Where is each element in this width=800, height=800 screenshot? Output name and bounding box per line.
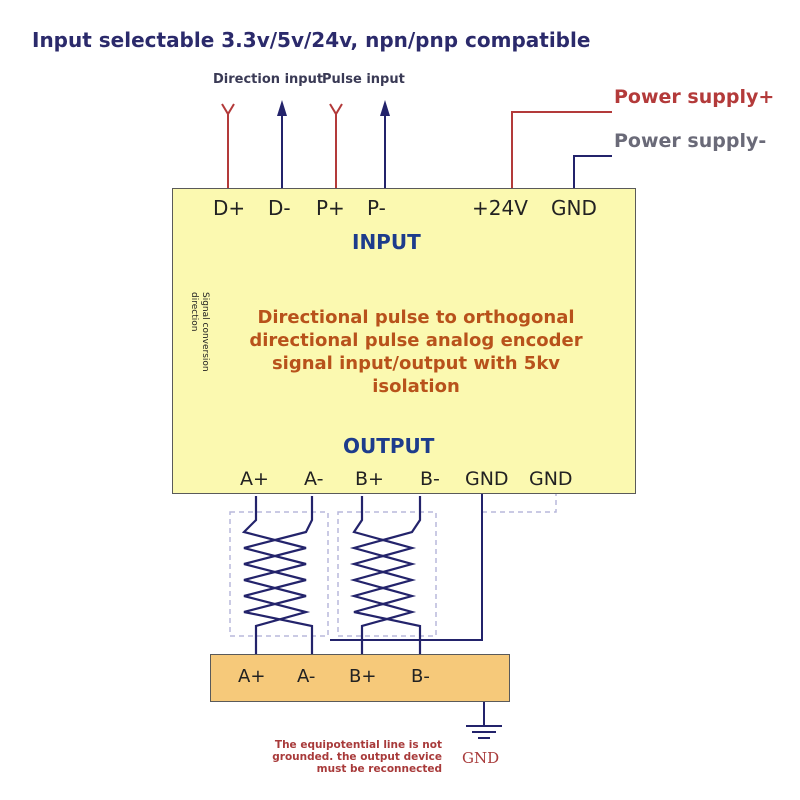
d-plus-arrowhead <box>221 103 235 116</box>
output-heading: OUTPUT <box>343 434 435 458</box>
equipotential-note: The equipotential line is not grounded. … <box>272 739 442 775</box>
twisted-pair-a <box>241 496 314 656</box>
signal-direction-label: Signal conversion direction <box>189 292 210 372</box>
output-device <box>210 654 510 702</box>
output-pin-gnd-1: GND <box>465 468 509 490</box>
module-description: Directional pulse to orthogonal directio… <box>249 307 583 397</box>
pulse-input-label: Pulse input <box>322 72 405 87</box>
shield-box-a <box>229 511 329 637</box>
device-pin-b-plus: B+ <box>349 666 377 687</box>
output-pin-a-plus: A+ <box>240 468 269 490</box>
p-plus-arrowhead <box>329 103 343 116</box>
output-pin-b-plus: B+ <box>355 468 384 490</box>
power-minus-wire <box>573 155 612 196</box>
gnd-wire <box>330 494 483 641</box>
output-pin-gnd-2: GND <box>529 468 573 490</box>
input-pin-d-plus: D+ <box>213 196 246 220</box>
twisted-pair-b <box>349 496 422 656</box>
input-pin-24v: +24V <box>472 196 528 220</box>
input-pin-gnd: GND <box>551 196 597 220</box>
input-pin-p-minus: P- <box>367 196 386 220</box>
input-heading: INPUT <box>352 230 421 254</box>
input-pin-d-minus: D- <box>268 196 291 220</box>
power-supply-plus-label: Power supply+ <box>614 86 775 108</box>
device-pin-b-minus: B- <box>411 666 430 687</box>
ground-label: GND <box>462 749 500 767</box>
p-minus-arrowhead <box>380 100 390 116</box>
equipotential-dashed-line <box>481 494 557 513</box>
shield-box-b <box>337 511 437 637</box>
input-pin-p-plus: P+ <box>316 196 345 220</box>
device-pin-a-plus: A+ <box>238 666 266 687</box>
output-pin-b-minus: B- <box>420 468 440 490</box>
device-pin-a-minus: A- <box>297 666 316 687</box>
converter-module <box>172 188 636 494</box>
d-minus-arrowhead <box>277 100 287 116</box>
output-pin-a-minus: A- <box>304 468 324 490</box>
direction-input-label: Direction input <box>213 72 324 87</box>
ground-symbol-icon <box>466 725 502 739</box>
power-plus-wire <box>511 111 612 196</box>
power-supply-minus-label: Power supply- <box>614 130 767 152</box>
diagram-title: Input selectable 3.3v/5v/24v, npn/pnp co… <box>32 28 591 52</box>
